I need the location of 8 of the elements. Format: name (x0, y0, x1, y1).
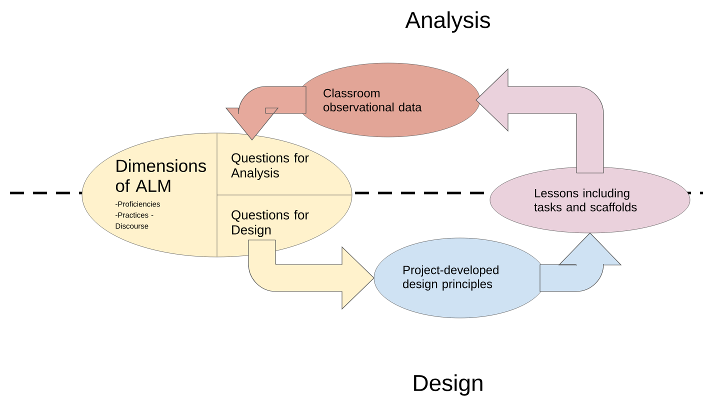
section-heading: Design (414, 374, 482, 396)
block-arrow (476, 68, 604, 174)
question-cell: Questions for Analysis (231, 152, 309, 180)
block-arrow (248, 240, 374, 310)
section-heading: Analysis (405, 11, 490, 33)
block-arrow (226, 86, 306, 140)
question-cell: Questions for Design (232, 210, 309, 238)
block-arrow (540, 232, 622, 292)
